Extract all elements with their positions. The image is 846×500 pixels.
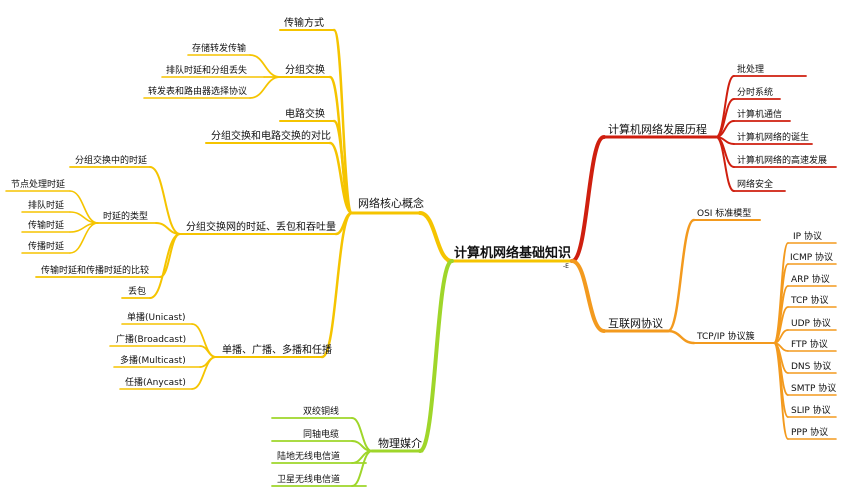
delay-type-transmission: 传输时延 [28,219,64,231]
core-circuit-switching: 电路交换 [285,107,325,120]
core-packet-switching: 分组交换 [285,63,325,76]
core-delay: 分组交换网的时延、丢包和吞吐量 [186,220,336,233]
protocol-arp: ARP 协议 [791,273,830,285]
edge-cast-4 [191,356,217,390]
delay-compare: 传输时延和传播时延的比较 [41,264,149,276]
edge-cast-1 [191,323,217,358]
core-transmission: 传输方式 [284,16,324,29]
edge-packet-1 [249,54,281,78]
edge-types-4 [69,222,99,254]
edge-delay-loss [149,233,181,299]
protocols-topic: 互联网协议 [608,316,663,330]
edge-history-5 [715,136,735,192]
delay-type-propagation: 传播时延 [28,240,64,252]
core-topic: 网络核心概念 [358,196,424,210]
edge-delay-packet [149,166,181,235]
protocol-tcp: TCP 协议 [790,294,829,306]
delay-type-queue: 排队时延 [28,199,64,211]
media-satellite-radio: 卫星无线电信道 [277,473,340,485]
casting-unicast: 单播(Unicast) [127,311,186,323]
protocols-osi: OSI 标准模型 [697,207,751,219]
history-batch: 批处理 [737,63,764,75]
protocol-ip: IP 协议 [793,230,822,242]
core-comparison: 分组交换和电路交换的对比 [211,129,331,142]
delay-types: 时延的类型 [103,210,148,222]
edge-root-history [570,135,606,263]
edge-root-media [418,259,454,453]
media-twisted-pair: 双绞铜线 [303,405,339,417]
packet-forward-table: 转发表和路由器选择协议 [148,85,247,97]
media-terrestrial-radio: 陆地无线电信道 [277,450,340,462]
protocol-smtp: SMTP 协议 [791,382,836,394]
history-communication: 计算机通信 [737,108,782,120]
edge-media-3 [351,450,373,487]
edge-cast-2 [199,345,217,358]
protocol-udp: UDP 协议 [791,317,831,329]
history-high-speed: 计算机网络的高速发展 [737,154,827,166]
delay-packet-delay: 分组交换中的时延 [75,154,147,166]
edge-packet-3 [249,76,281,99]
edge-protocols-tcpip [666,329,696,345]
core-casting: 单播、广播、多播和任播 [222,343,332,356]
history-time-sharing: 分时系统 [737,86,773,98]
edge-root-protocols [570,259,606,333]
protocol-dns: DNS 协议 [791,360,831,372]
casting-multicast: 多播(Multicast) [120,354,186,366]
edge-core-compare [328,141,354,215]
casting-broadcast: 广播(Broadcast) [116,333,186,345]
history-topic: 计算机网络发展历程 [608,122,707,136]
protocol-slip: SLIP 协议 [791,404,831,416]
media-topic: 物理媒介 [378,436,422,450]
packet-queue-loss: 排队时延和分组丢失 [166,64,247,76]
history-birth: 计算机网络的诞生 [737,131,809,143]
protocols-tcpip: TCP/IP 协议簇 [696,330,755,342]
edge-tcpip-9 [773,342,789,440]
branch-lines [5,28,837,487]
protocol-ftp: FTP 协议 [791,338,828,350]
edge-root-core [418,211,454,263]
edge-protocols-osi [666,218,696,333]
casting-anycast: 任播(Anycast) [125,376,186,388]
delay-loss: 丢包 [128,285,146,297]
media-coaxial: 同轴电缆 [303,428,339,440]
protocol-ppp: PPP 协议 [791,426,828,438]
history-security: 网络安全 [737,178,773,190]
edge-core-casting [320,211,354,359]
protocol-icmp: ICMP 协议 [790,251,833,263]
packet-store-forward: 存储转发传输 [192,42,246,54]
delay-type-processing: 节点处理时延 [11,178,65,190]
root-topic: 计算机网络基础知识 [454,245,571,261]
root-marker: -E [563,263,569,270]
